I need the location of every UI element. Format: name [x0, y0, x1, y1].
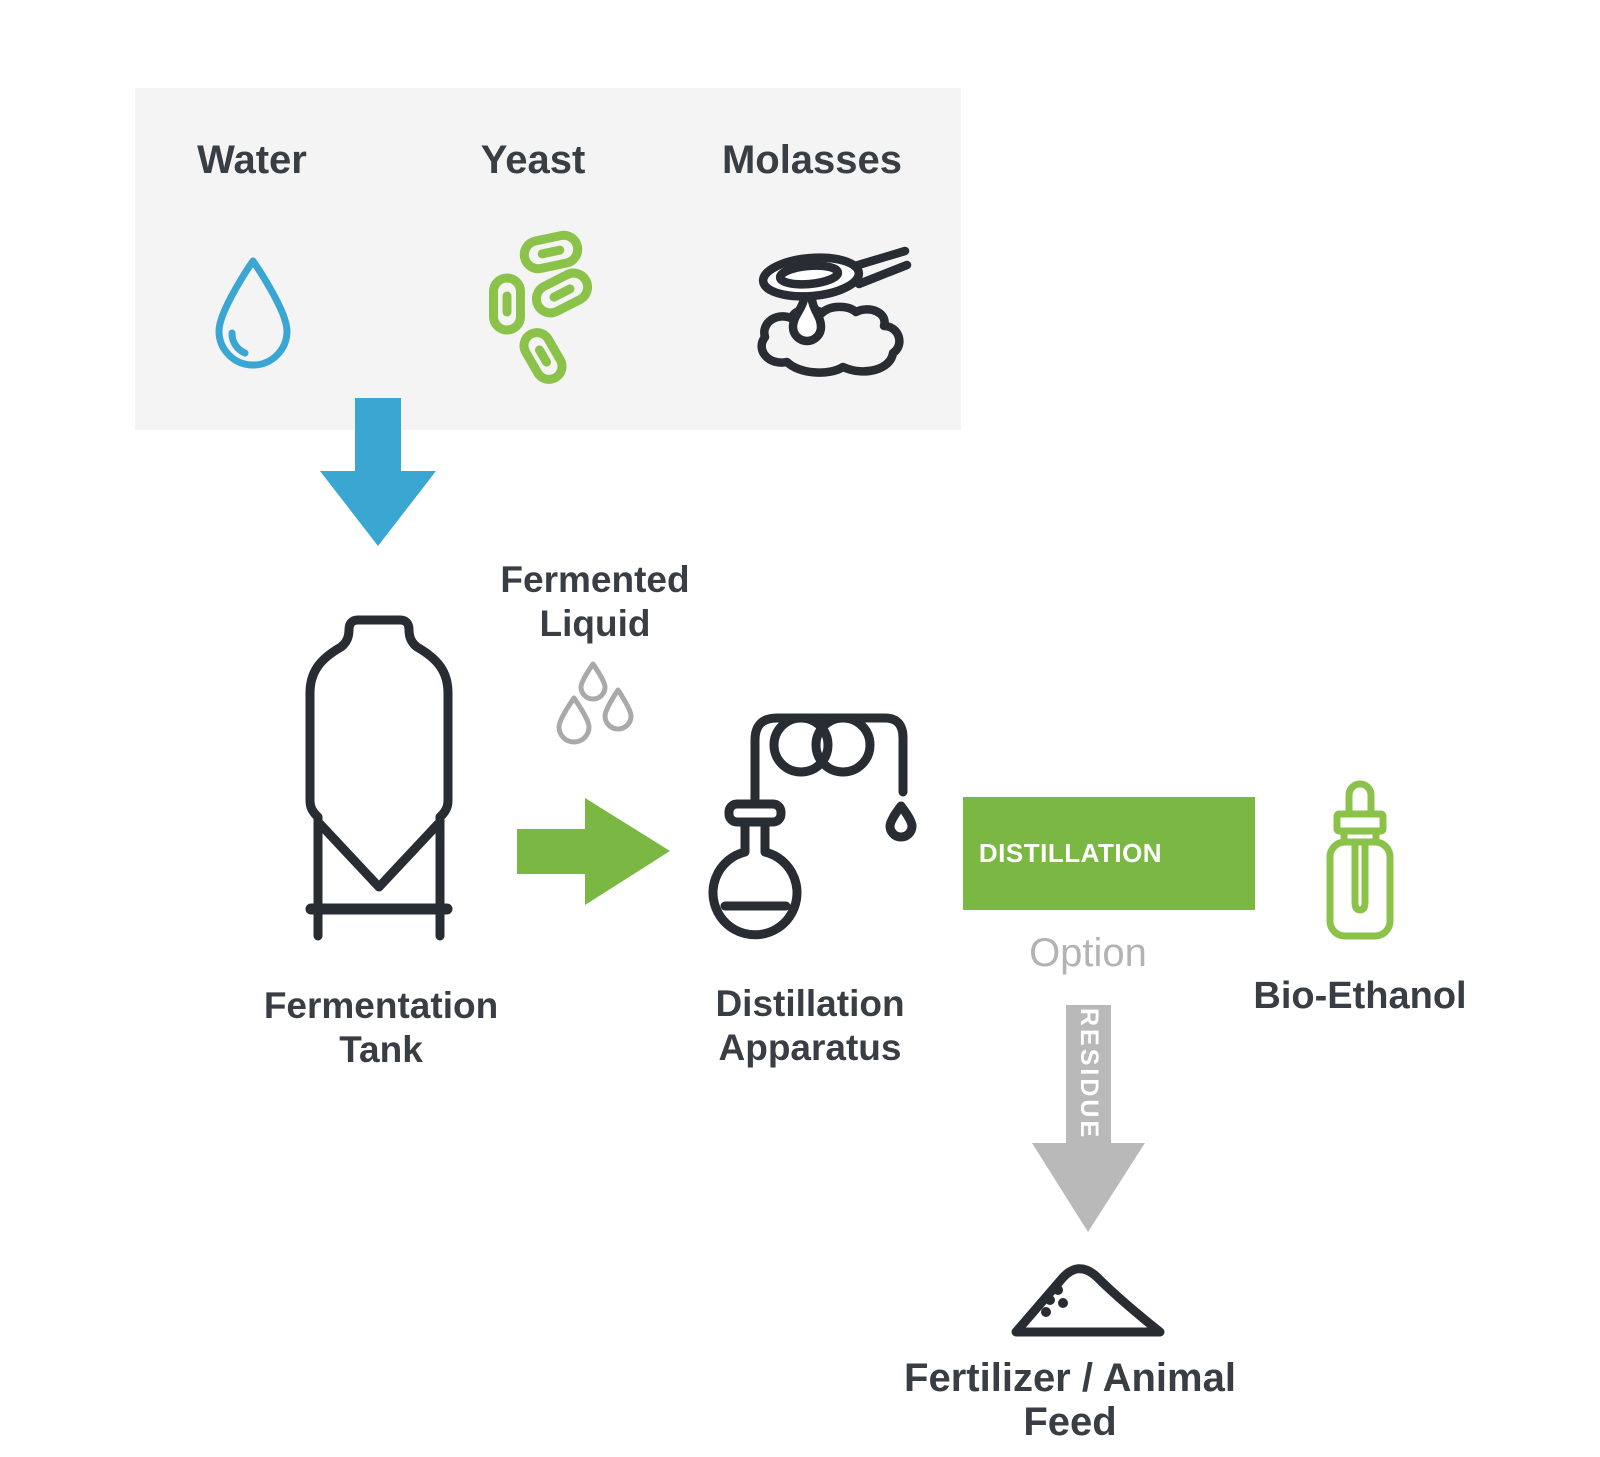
fermented-liquid-label-line1: Fermented — [500, 559, 690, 600]
option-label: Option — [1029, 931, 1147, 975]
tank-to-distillation-arrow — [517, 798, 670, 905]
residue-arrow: RESIDUE — [1032, 1005, 1145, 1232]
yeast-label: Yeast — [480, 138, 586, 182]
yeast-cells-icon — [489, 230, 593, 384]
fertilizer-feed-label: Fertilizer / Animal Feed — [904, 1356, 1236, 1444]
fermentation-tank-label-line2: Tank — [339, 1029, 423, 1070]
distillation-apparatus-label: Distillation Apparatus — [685, 982, 935, 1070]
distillation-apparatus-icon — [708, 713, 917, 940]
distillation-arrow: DISTILLATION — [963, 797, 1255, 910]
residue-arrow-label: RESIDUE — [1075, 1007, 1103, 1141]
fermentation-tank-label: Fermentation Tank — [256, 984, 506, 1072]
water-label: Water — [197, 138, 307, 182]
water-drop-icon — [215, 257, 291, 369]
distillation-apparatus-label-line1: Distillation — [715, 983, 905, 1024]
bio-ethanol-label: Bio-Ethanol — [1253, 975, 1467, 1017]
molasses-label: Molasses — [721, 138, 903, 182]
distillation-arrow-label: DISTILLATION — [978, 838, 1163, 868]
bio-ethanol-bottle-icon — [1326, 780, 1394, 940]
molasses-spoon-icon — [757, 246, 912, 377]
fermented-liquid-label-line2: Liquid — [539, 603, 651, 644]
distillation-apparatus-label-line2: Apparatus — [718, 1027, 902, 1068]
fermented-liquid-droplets-icon — [556, 661, 634, 745]
fertilizer-pile-icon — [1011, 1264, 1165, 1337]
fermentation-tank-label-line1: Fermentation — [263, 985, 499, 1026]
fermented-liquid-label: Fermented Liquid — [495, 558, 695, 646]
fermentation-tank-icon — [305, 615, 453, 941]
